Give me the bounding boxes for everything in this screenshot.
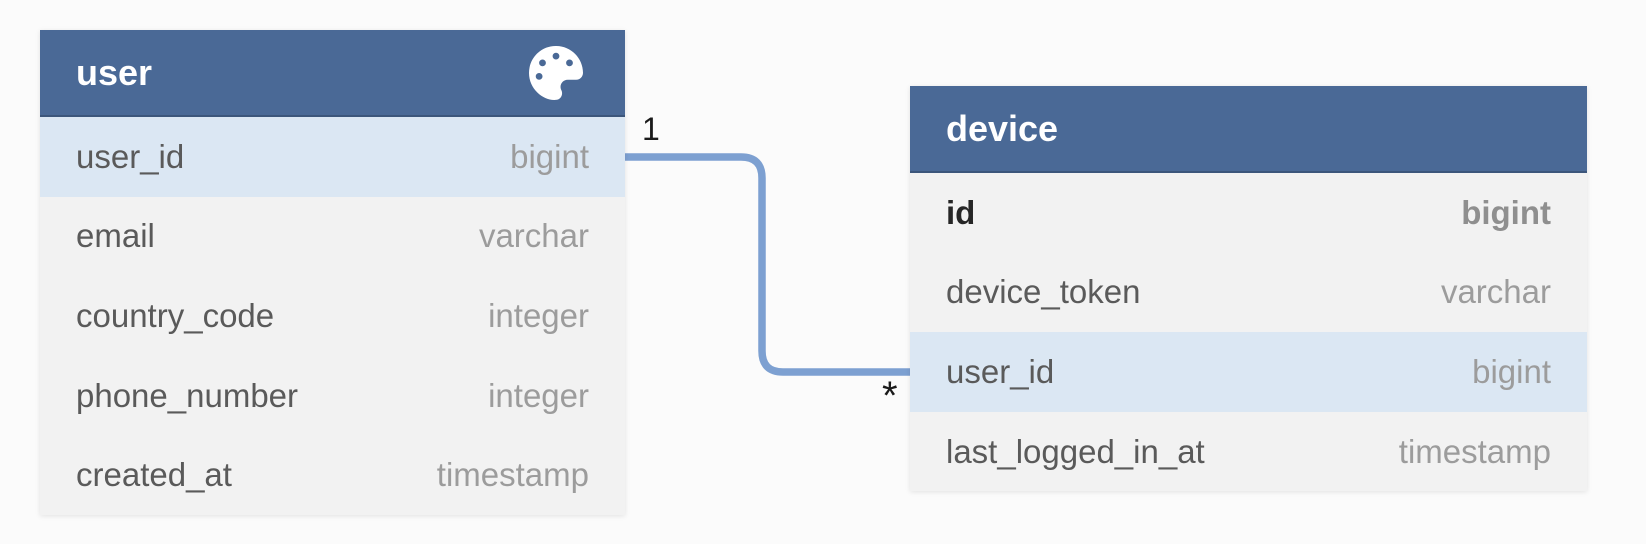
table-device-title: device [946,107,1059,149]
table-row[interactable]: user_id bigint [910,332,1587,412]
field-type: bigint [510,137,589,175]
relationship-line[interactable] [625,153,911,376]
table-row[interactable]: last_logged_in_at timestamp [910,411,1587,492]
field-name: email [76,217,155,255]
field-name: phone_number [76,376,299,414]
field-type: integer [488,296,589,334]
field-type: bigint [1461,193,1551,231]
cardinality-label-many: * [882,374,898,418]
table-row[interactable]: country_code integer [40,276,625,356]
field-name: device_token [946,273,1141,311]
table-row[interactable]: phone_number integer [40,355,625,436]
field-type: bigint [1472,352,1551,390]
field-type: timestamp [1398,432,1551,470]
table-device[interactable]: device id bigint device_token varchar us… [910,86,1587,492]
field-type: integer [488,376,589,414]
cardinality-label-one: 1 [642,111,660,147]
palette-icon[interactable] [529,45,583,100]
field-name: user_id [946,352,1055,390]
table-user-header[interactable]: user [40,30,625,117]
table-device-header[interactable]: device [910,86,1587,173]
field-type: varchar [1440,273,1551,311]
field-name: last_logged_in_at [946,432,1205,470]
field-name: created_at [76,456,232,494]
field-type: varchar [478,217,589,255]
field-type: timestamp [436,456,589,494]
table-row[interactable]: id bigint [910,173,1587,253]
table-row[interactable]: device_token varchar [910,252,1587,333]
field-name: id [946,193,976,231]
table-user-title: user [76,51,153,93]
field-name: country_code [76,296,275,334]
table-row[interactable]: email varchar [40,196,625,277]
table-row[interactable]: created_at timestamp [40,435,625,515]
table-user[interactable]: user user_id bigint email varchar countr… [40,30,625,515]
field-name: user_id [76,137,185,175]
table-row[interactable]: user_id bigint [40,117,625,197]
